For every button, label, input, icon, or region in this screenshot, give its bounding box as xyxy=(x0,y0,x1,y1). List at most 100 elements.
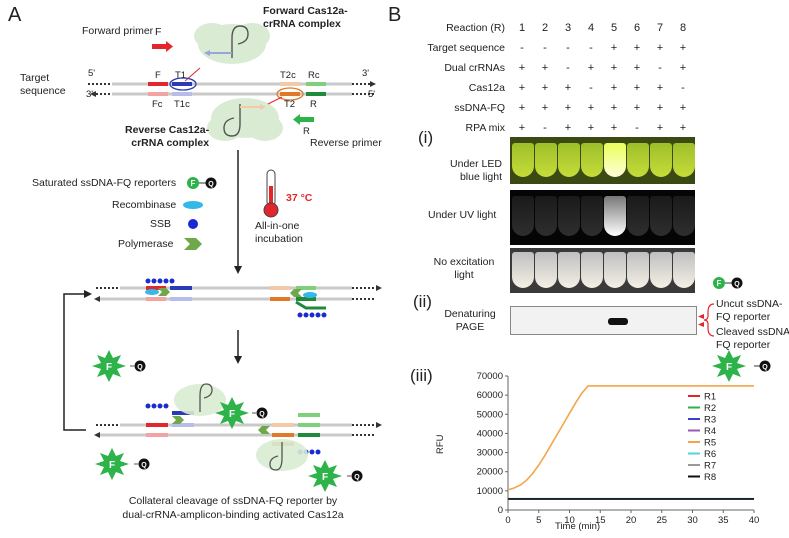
condition-cell: - xyxy=(658,62,662,74)
condition-cell: - xyxy=(566,42,570,54)
condition-cell: + xyxy=(679,122,687,134)
f-label: F xyxy=(155,70,161,81)
svg-text:F: F xyxy=(726,362,732,373)
tube xyxy=(627,143,649,177)
tube xyxy=(512,143,534,177)
t1c-label: T1c xyxy=(174,99,190,110)
tube xyxy=(627,252,649,288)
x-tick-label: 5 xyxy=(536,515,541,526)
chart-xlabel: Time (min) xyxy=(555,521,601,532)
forward-primer-arrow xyxy=(152,44,166,49)
x-tick-label: 10 xyxy=(564,515,575,526)
condition-cell: + xyxy=(564,122,572,134)
reverse-complex-label: Reverse Cas12a-crRNA complex xyxy=(125,124,210,149)
tube xyxy=(581,196,603,236)
condition-cell: 4 xyxy=(587,22,595,34)
condition-cell: 7 xyxy=(656,22,664,34)
tube xyxy=(581,252,603,288)
legend-label: R3 xyxy=(704,415,716,426)
r-label-primer: R xyxy=(303,126,310,137)
panel-a-diagram: F Q xyxy=(63,23,382,492)
x-tick-label: 0 xyxy=(505,515,510,526)
sub-ii-label: (ii) xyxy=(413,292,432,311)
condition-cell: + xyxy=(656,42,664,54)
condition-cell: + xyxy=(541,62,549,74)
condition-cell: 6 xyxy=(633,22,641,34)
tube xyxy=(535,143,557,177)
condition-cell: - xyxy=(635,122,639,134)
condition-cell: + xyxy=(610,62,618,74)
tube xyxy=(673,252,695,288)
tube xyxy=(650,252,672,288)
condition-row-label: Dual crRNAs xyxy=(444,62,505,74)
tube xyxy=(558,196,580,236)
condition-cell: + xyxy=(656,122,664,134)
tube xyxy=(650,143,672,177)
svg-text:F: F xyxy=(191,179,196,188)
condition-cell: - xyxy=(589,42,593,54)
cleaved-label: Cleaved ssDNA-FQ reporter xyxy=(716,326,789,351)
tube xyxy=(581,143,603,177)
rc-label: Rc xyxy=(308,70,320,81)
condition-cell: - xyxy=(543,122,547,134)
tube xyxy=(604,252,626,288)
svg-text:F: F xyxy=(322,472,328,483)
legend-label: R1 xyxy=(704,392,716,403)
x-tick-label: 30 xyxy=(687,515,698,526)
panel-a-caption: Collateral cleavage of ssDNA-FQ reporter… xyxy=(122,495,344,521)
forward-primer-label: Forward primer xyxy=(82,25,154,37)
fc-label: Fc xyxy=(152,99,163,110)
y-tick-label: 40000 xyxy=(477,428,503,439)
condition-cell: + xyxy=(541,82,549,94)
condition-cell: - xyxy=(566,62,570,74)
svg-text:Q: Q xyxy=(259,411,265,418)
tube xyxy=(558,143,580,177)
legend-label: R5 xyxy=(704,438,716,449)
condition-cell: + xyxy=(610,122,618,134)
condition-cell: + xyxy=(587,102,595,114)
y-tick-label: 30000 xyxy=(477,448,503,459)
uv-label: Under UV light xyxy=(428,209,497,221)
condition-cell: + xyxy=(518,122,526,134)
y-tick-label: 50000 xyxy=(477,409,503,420)
three-prime-top: 3' xyxy=(362,68,370,79)
condition-cell: + xyxy=(587,62,595,74)
condition-cell: - xyxy=(681,82,685,94)
gel-image xyxy=(510,306,697,335)
condition-cell: + xyxy=(679,42,687,54)
condition-cell: + xyxy=(541,102,549,114)
condition-cell: + xyxy=(587,122,595,134)
forward-complex-label: Forward Cas12a-crRNA complex xyxy=(263,5,348,30)
t2-label: T2 xyxy=(284,99,296,110)
t2c-label: T2c xyxy=(280,70,296,81)
tube xyxy=(650,196,672,236)
x-tick-label: 25 xyxy=(656,515,667,526)
forward-complex-icon xyxy=(184,23,270,82)
legend-label: R7 xyxy=(704,461,716,472)
x-tick-label: 40 xyxy=(749,515,760,526)
uv-photo xyxy=(510,190,695,245)
cleavage-duplex xyxy=(94,383,382,471)
condition-row-label: Reaction (R) xyxy=(446,22,505,34)
fq-reporter-icon: F Q xyxy=(187,177,217,189)
condition-cell: + xyxy=(679,102,687,114)
t1-label: T1 xyxy=(175,70,187,81)
condition-cell: + xyxy=(656,82,664,94)
condition-cell: + xyxy=(633,62,641,74)
cycle-arrow xyxy=(63,293,86,431)
svg-text:Q: Q xyxy=(762,364,768,371)
polymerase-icon xyxy=(184,238,202,250)
tube xyxy=(512,252,534,288)
uncut-label: Uncut ssDNA-FQ reporter xyxy=(716,298,783,323)
sub-i-label: (i) xyxy=(418,128,434,147)
tube xyxy=(535,196,557,236)
tube xyxy=(673,143,695,177)
legend-label: R6 xyxy=(704,449,716,460)
three-prime-bottom: 3' xyxy=(86,89,94,100)
condition-cell: 5 xyxy=(610,22,618,34)
tube xyxy=(512,196,534,236)
panel-b-reporter-icons: F Q F Q xyxy=(712,277,771,382)
condition-cell: - xyxy=(520,42,524,54)
